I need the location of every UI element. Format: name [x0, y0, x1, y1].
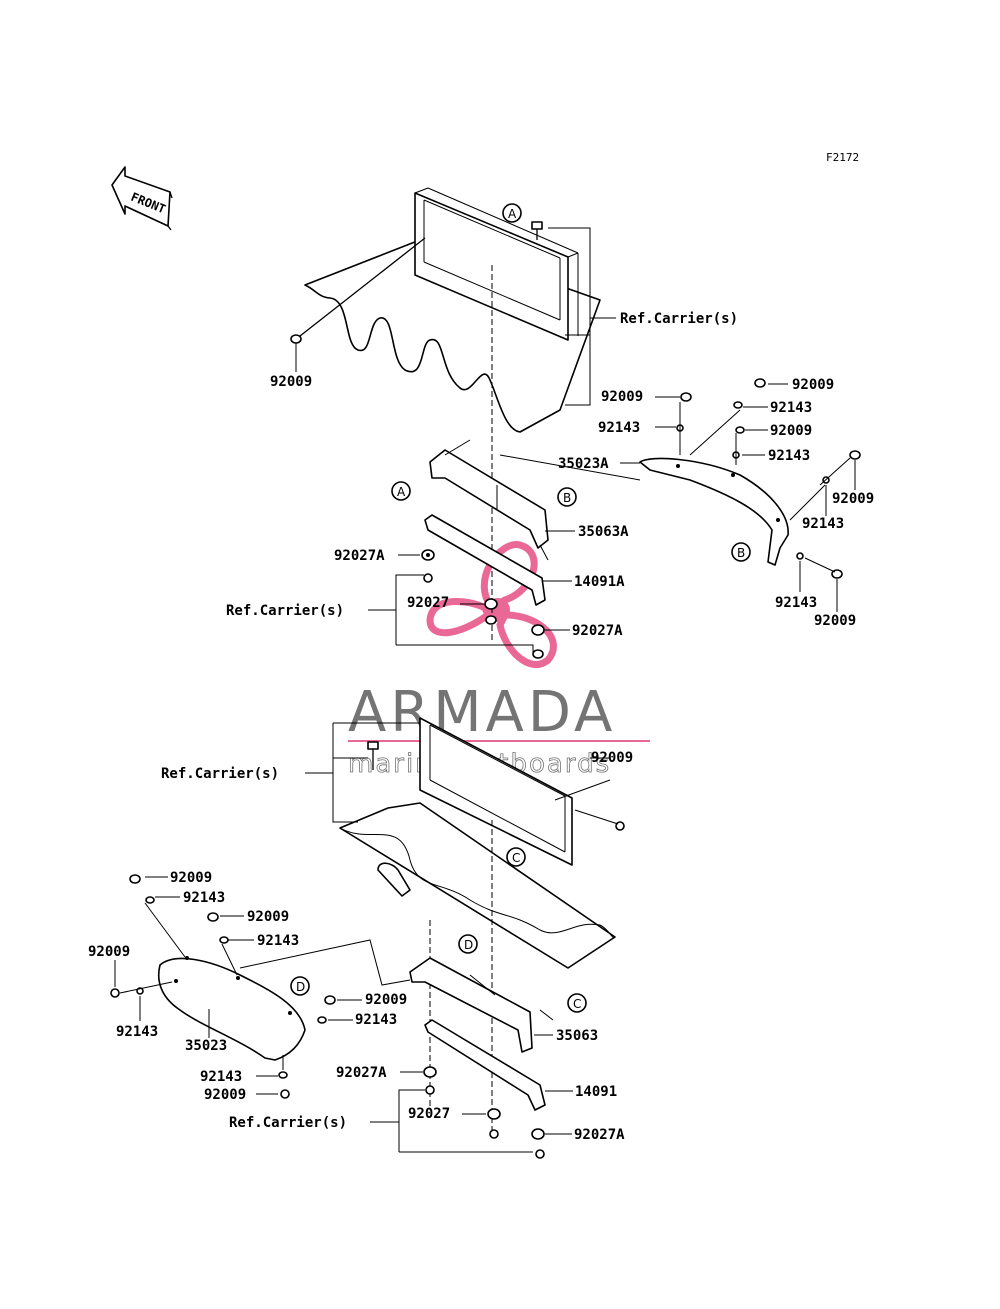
label-92143: 92143	[355, 1012, 397, 1028]
label-ref-carrier: Ref.Carrier(s)	[161, 766, 279, 782]
label-ref-carrier: Ref.Carrier(s)	[226, 603, 344, 619]
svg-text:A: A	[508, 207, 517, 221]
fastener-set	[676, 378, 861, 579]
callout-b: B	[557, 487, 577, 507]
svg-text:B: B	[737, 546, 745, 560]
label-92009: 92009	[88, 944, 130, 960]
label-92027A: 92027A	[334, 548, 385, 564]
part-labels: Ref.Carrier(s) 92009 92009 92143 92009 9…	[88, 311, 874, 1143]
label-92009: 92009	[170, 870, 212, 886]
label-92143: 92143	[768, 448, 810, 464]
label-92009: 92009	[792, 377, 834, 393]
callout-c: C	[567, 993, 587, 1013]
nut-92027	[484, 598, 498, 625]
callout-c: C	[506, 847, 526, 867]
label-92009: 92009	[601, 389, 643, 405]
label-92009: 92009	[365, 992, 407, 1008]
washer-92027A	[531, 624, 545, 659]
label-92009: 92009	[270, 374, 312, 390]
label-92143: 92143	[775, 595, 817, 611]
label-92143: 92143	[770, 400, 812, 416]
label-14091: 14091	[575, 1084, 617, 1100]
label-35023: 35023	[185, 1038, 227, 1054]
label-92143: 92143	[116, 1024, 158, 1040]
svg-text:B: B	[563, 491, 571, 505]
washer-92027A	[423, 1066, 437, 1095]
label-35023A: 35023A	[558, 456, 609, 472]
label-92027A: 92027A	[336, 1065, 387, 1081]
bolt-92009	[290, 237, 426, 344]
nut-92027	[487, 1108, 501, 1139]
label-92009: 92009	[204, 1087, 246, 1103]
lower-assembly	[110, 717, 625, 1159]
figure-code: F2172	[826, 151, 859, 164]
fastener-set	[110, 874, 336, 1099]
label-92027: 92027	[408, 1106, 450, 1122]
callout-d: D	[290, 976, 310, 996]
watermark-name: ARMADA	[348, 680, 616, 745]
label-35063A: 35063A	[578, 524, 629, 540]
label-92009: 92009	[832, 491, 874, 507]
callout-b: B	[731, 542, 751, 562]
label-35063: 35063	[556, 1028, 598, 1044]
svg-text:D: D	[296, 980, 305, 994]
label-92143: 92143	[257, 933, 299, 949]
label-92009: 92009	[814, 613, 856, 629]
label-92027A: 92027A	[574, 1127, 625, 1143]
label-92143: 92143	[183, 890, 225, 906]
callout-d: D	[458, 934, 478, 954]
svg-text:C: C	[573, 997, 581, 1011]
front-arrow-icon: FRONT	[111, 166, 173, 231]
upper-assembly	[290, 187, 861, 659]
label-92027A: 92027A	[572, 623, 623, 639]
label-ref-carrier: Ref.Carrier(s)	[620, 311, 738, 327]
label-92027: 92027	[407, 595, 449, 611]
bolt-92009	[367, 741, 379, 770]
nut	[423, 573, 433, 583]
washer-92027A	[421, 549, 435, 561]
label-92009: 92009	[247, 909, 289, 925]
label-ref-carrier: Ref.Carrier(s)	[229, 1115, 347, 1131]
label-92143: 92143	[200, 1069, 242, 1085]
label-92143: 92143	[598, 420, 640, 436]
washer-92027A	[531, 1128, 545, 1159]
callout-a: A	[502, 203, 522, 223]
svg-text:A: A	[397, 485, 406, 499]
label-92009: 92009	[591, 750, 633, 766]
bolt-92009	[531, 221, 543, 240]
label-14091A: 14091A	[574, 574, 625, 590]
callout-a: A	[391, 481, 411, 501]
leader-lines	[114, 227, 856, 1153]
bolt-92009	[574, 809, 625, 831]
svg-text:C: C	[512, 851, 520, 865]
label-92009: 92009	[770, 423, 812, 439]
label-92143: 92143	[802, 516, 844, 532]
svg-text:D: D	[464, 938, 473, 952]
